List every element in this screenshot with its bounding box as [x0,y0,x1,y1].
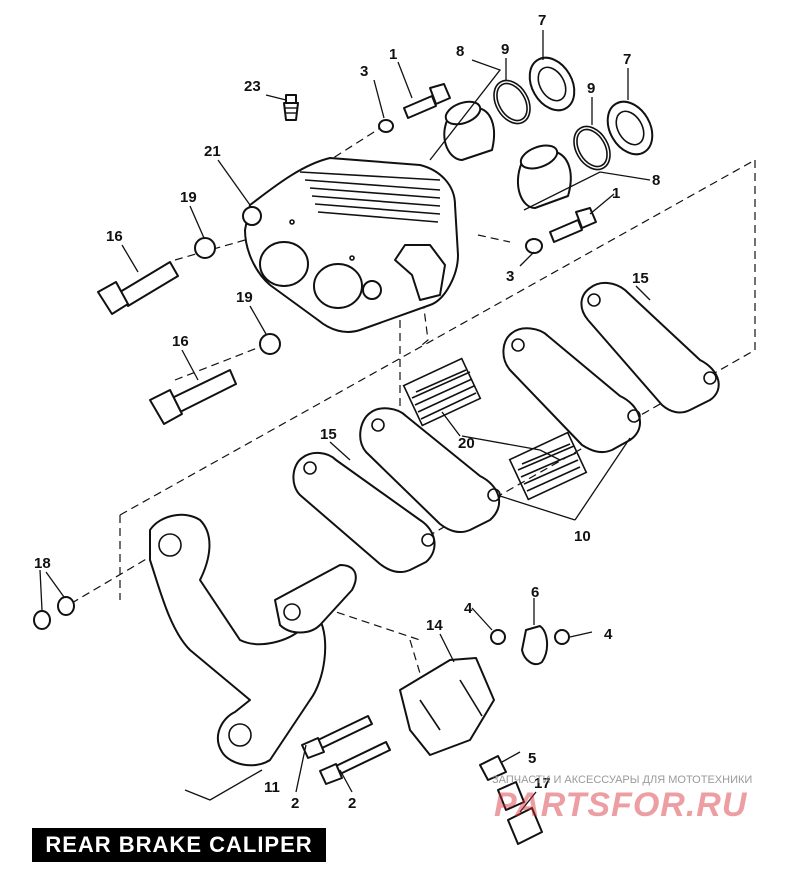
caliper-body [242,157,459,333]
callout-8: 8 [652,172,660,189]
bracket-bolts [301,715,391,785]
callout-15: 15 [632,270,649,287]
callout-1: 1 [612,185,620,202]
callout-2: 2 [348,795,356,812]
callout-21: 21 [204,143,221,160]
callout-9: 9 [501,41,509,58]
pistons [443,56,654,209]
hose-bracket [399,625,570,756]
pads-and-shims [292,282,720,574]
callout-17: 17 [534,775,551,792]
watermark: ЗАПЧАСТИ И АКСЕССУАРЫ ДЛЯ МОТОТЕХНИКИ PA… [492,772,792,832]
callout-3: 3 [360,63,368,80]
callout-18: 18 [34,555,51,572]
callout-5: 5 [528,750,536,767]
callout-labels: 1 1 2 2 3 3 4 4 5 6 7 7 8 8 9 9 10 11 14… [34,12,660,812]
callout-14: 14 [426,617,443,634]
callout-4: 4 [604,626,613,643]
watermark-logo: PARTSFOR.RU [494,786,748,824]
springs [402,357,588,501]
callout-8: 8 [456,43,464,60]
callout-19: 19 [180,189,197,206]
callout-10: 10 [574,528,591,545]
callout-6: 6 [531,584,539,601]
screws-and-washers [378,83,597,254]
callout-16: 16 [106,228,123,245]
callout-2: 2 [291,795,299,812]
leader-lines [39,30,651,813]
diagram-title: REAR BRAKE CALIPER [32,828,326,862]
callout-9: 9 [587,80,595,97]
callout-11: 11 [264,779,280,796]
fittings [479,755,543,845]
callout-20: 20 [458,435,475,452]
watermark-caption: ЗАПЧАСТИ И АКСЕССУАРЫ ДЛЯ МОТОТЕХНИКИ [492,774,753,786]
callout-7: 7 [623,51,631,68]
callout-1: 1 [389,46,397,63]
callout-23: 23 [244,78,261,95]
caliper-bracket [149,513,357,767]
bleeder-valve [283,94,299,121]
callout-3: 3 [506,268,514,285]
washers-18 [33,596,75,630]
callout-4: 4 [464,600,473,617]
callout-15: 15 [320,426,337,443]
callout-16: 16 [172,333,189,350]
callout-19: 19 [236,289,253,306]
mounting-pins [97,237,281,425]
callout-7: 7 [538,12,546,29]
